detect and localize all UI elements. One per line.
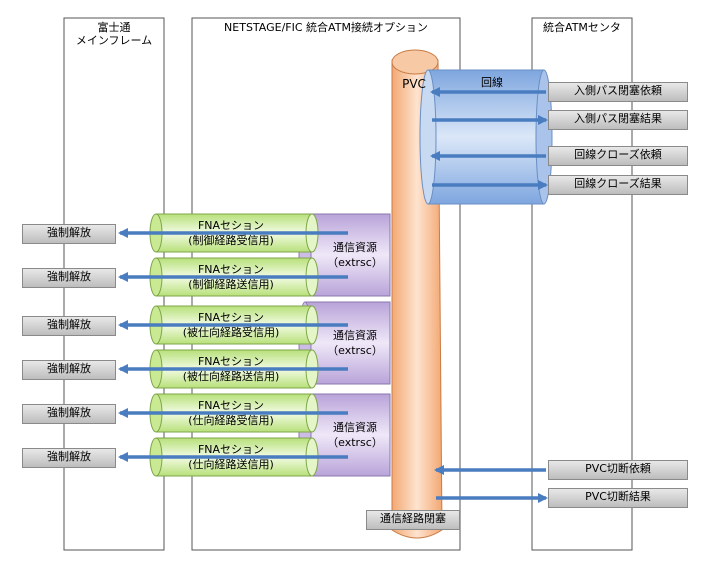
msg-line-close-request: 回線クローズ依頼 xyxy=(548,146,688,166)
msg-inbound-path-block-result: 入側パス閉塞結果 xyxy=(548,110,688,130)
force-release-box: 強制解放 xyxy=(22,360,116,380)
session-title: FNAセション xyxy=(197,219,265,232)
netstage-title: NETSTAGE/FIC 統合ATM接続オプション xyxy=(224,21,428,34)
msg-pvc-disconnect-result: PVC切断結果 xyxy=(548,488,688,508)
force-release-box: 強制解放 xyxy=(22,316,116,336)
pvc-label: PVC xyxy=(402,77,426,91)
session-subtitle: (制御経路送信用) xyxy=(188,278,274,291)
session-label: FNAセション (仕向経路受信用) xyxy=(176,398,286,428)
force-release-box: 強制解放 xyxy=(22,268,116,288)
force-release-box: 強制解放 xyxy=(22,448,116,468)
session-title: FNAセション xyxy=(197,443,265,456)
session-label: FNAセション (被仕向経路送信用) xyxy=(176,354,286,384)
session-label: FNAセション (制御経路受信用) xyxy=(176,218,286,248)
session-subtitle: (被仕向経路送信用) xyxy=(182,370,280,383)
msg-inbound-path-block-request: 入側パス閉塞依頼 xyxy=(548,82,688,102)
session-subtitle: (被仕向経路受信用) xyxy=(182,326,280,339)
line-label: 回線 xyxy=(481,76,503,89)
resource-label-2: 通信資源 （extrsc） xyxy=(327,329,383,357)
session-subtitle: (仕向経路受信用) xyxy=(188,414,274,427)
session-title: FNAセション xyxy=(197,399,265,412)
session-subtitle: (制御経路受信用) xyxy=(188,234,274,247)
resource-label-3: 通信資源 （extrsc） xyxy=(327,421,383,449)
resource-label-1: 通信資源 （extrsc） xyxy=(327,241,383,269)
session-label: FNAセション (仕向経路送信用) xyxy=(176,442,286,472)
force-release-box: 強制解放 xyxy=(22,404,116,424)
mainframe-title: 富士通 メインフレーム xyxy=(64,21,164,47)
session-title: FNAセション xyxy=(197,263,265,276)
msg-line-close-result: 回線クローズ結果 xyxy=(548,175,688,195)
session-subtitle: (仕向経路送信用) xyxy=(188,458,274,471)
session-label: FNAセション (被仕向経路受信用) xyxy=(176,310,286,340)
mainframe-title-text: 富士通 メインフレーム xyxy=(75,21,153,47)
session-title: FNAセション xyxy=(197,355,265,368)
atm-center-title: 統合ATMセンタ xyxy=(543,21,621,34)
session-label: FNAセション (制御経路送信用) xyxy=(176,262,286,292)
msg-pvc-disconnect-request: PVC切断依頼 xyxy=(548,460,688,480)
session-title: FNAセション xyxy=(197,311,265,324)
force-release-box: 強制解放 xyxy=(22,224,116,244)
pvc-close-box: 通信経路閉塞 xyxy=(366,510,460,530)
